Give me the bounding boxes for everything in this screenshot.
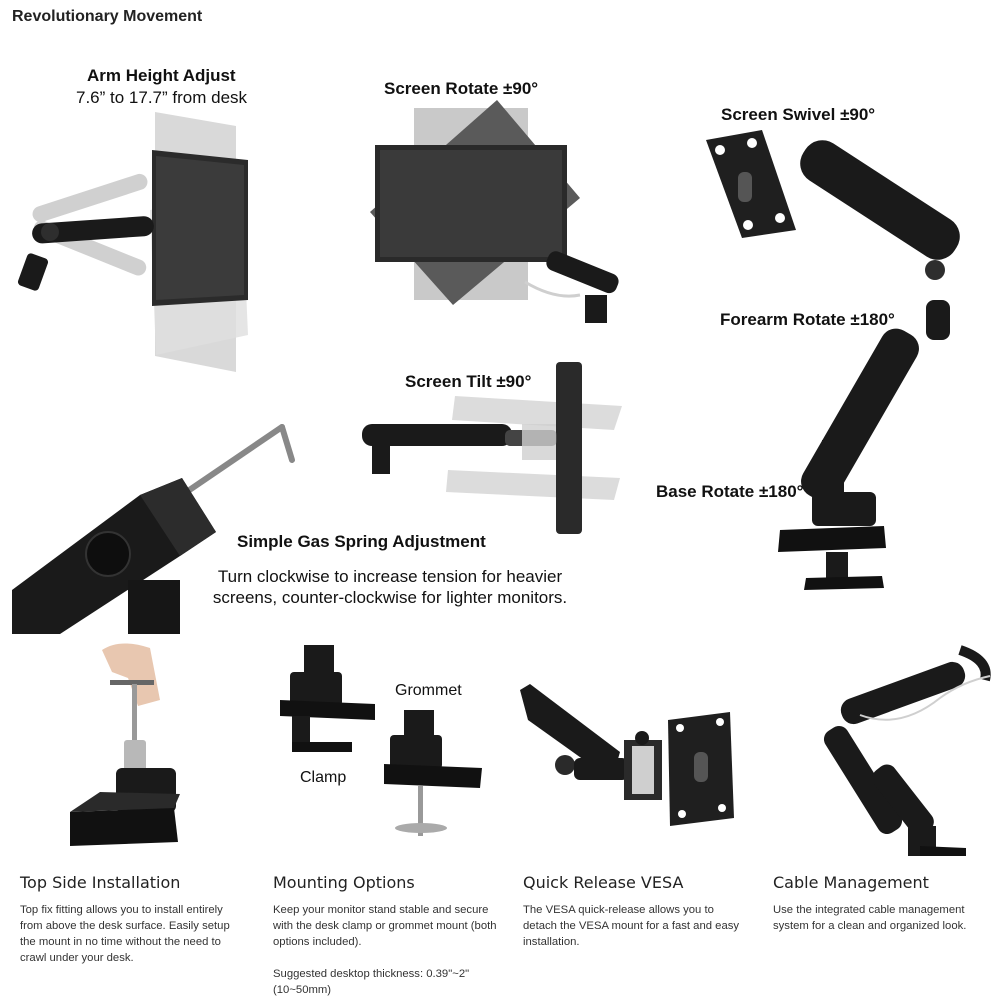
screen-rotate-label: Screen Rotate ±90°	[384, 79, 539, 98]
base-rotate-label: Base Rotate ±180°	[656, 482, 804, 501]
arm-height-label: Arm Height Adjust	[87, 66, 236, 85]
feature-thickness-note: Suggested desktop thickness: 0.39"~2" (1…	[273, 968, 470, 996]
arm-height-range: 7.6” to 17.7” from desk	[76, 88, 248, 107]
feature-description: Use the integrated cable management syst…	[773, 904, 967, 932]
grommet-label: Grommet	[395, 682, 462, 699]
gas-spring-title: Simple Gas Spring Adjustment	[237, 532, 486, 551]
gas-spring-description: Turn clockwise to increase tension for h…	[212, 567, 568, 607]
feature-mounting-options: Mounting Options Keep your monitor stand…	[273, 873, 498, 998]
section-title: Revolutionary Movement	[12, 8, 203, 25]
feature-quick-release-vesa: Quick Release VESA The VESA quick-releas…	[523, 873, 748, 950]
feature-description: Keep your monitor stand stable and secur…	[273, 904, 497, 948]
feature-title: Top Side Installation	[20, 873, 181, 892]
feature-top-side-installation: Top Side Installation Top fix fitting al…	[20, 873, 245, 966]
screen-tilt-label: Screen Tilt ±90°	[405, 372, 532, 391]
forearm-rotate-label: Forearm Rotate ±180°	[720, 310, 895, 329]
screen-swivel-label: Screen Swivel ±90°	[721, 105, 876, 124]
feature-title: Cable Management	[773, 873, 929, 892]
feature-description: Top fix fitting allows you to install en…	[20, 904, 230, 964]
clamp-label: Clamp	[300, 769, 347, 786]
feature-description: The VESA quick-release allows you to det…	[523, 904, 740, 948]
feature-title: Quick Release VESA	[523, 873, 684, 892]
feature-cable-management: Cable Management Use the integrated cabl…	[773, 873, 998, 934]
feature-title: Mounting Options	[273, 873, 415, 892]
